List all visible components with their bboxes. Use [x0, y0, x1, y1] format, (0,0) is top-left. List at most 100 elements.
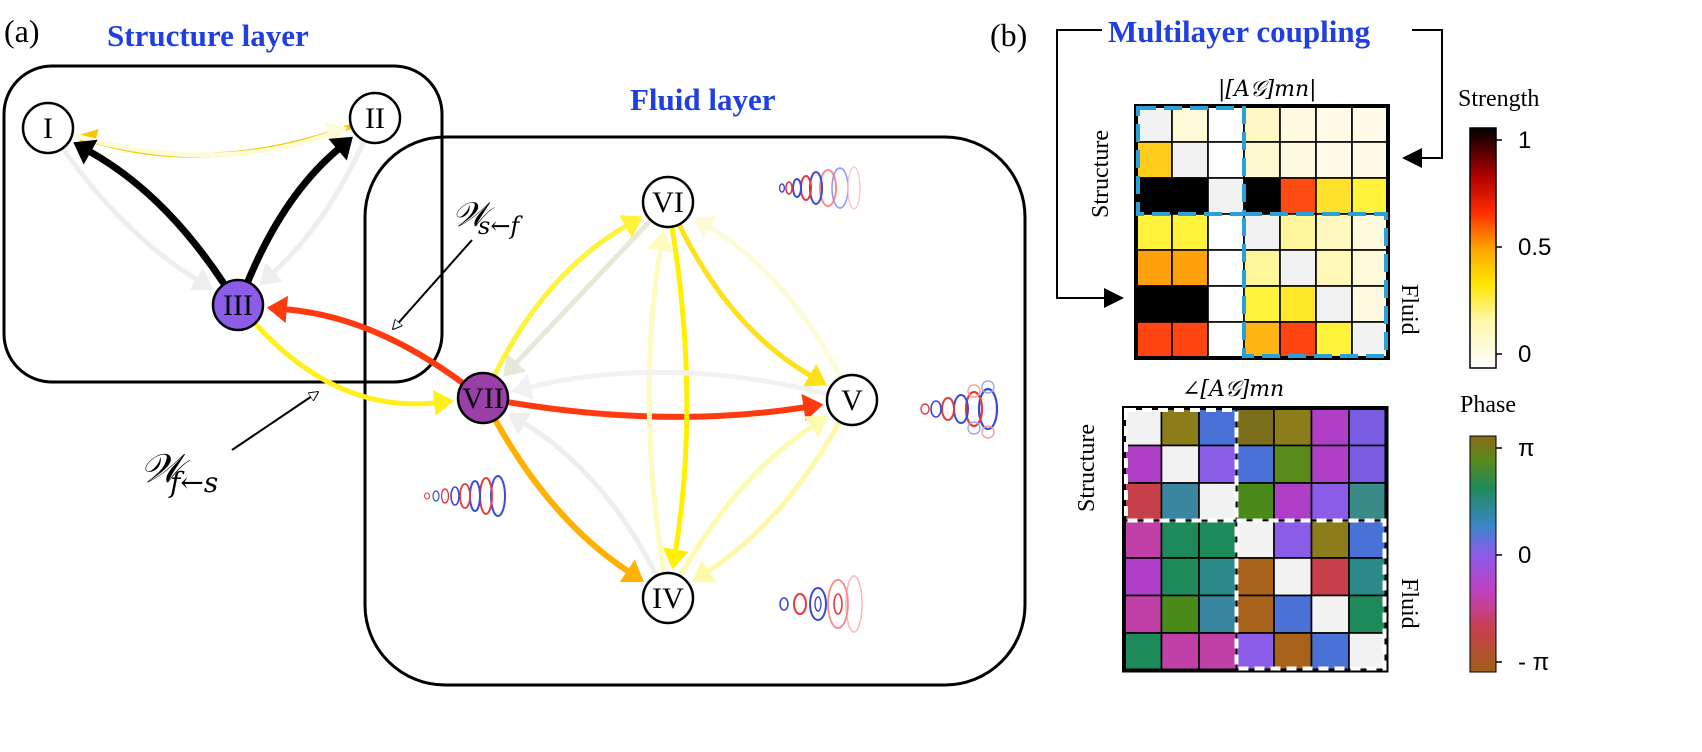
- node-vii: VII: [456, 371, 510, 425]
- structure-layer-title: Structure layer: [107, 18, 309, 53]
- matrix-cell: [1351, 213, 1389, 251]
- matrix-cell: [1279, 177, 1317, 215]
- matrix-cell: [1235, 557, 1275, 597]
- matrix-cell: [1243, 321, 1281, 359]
- mode-shape-vii: [424, 475, 506, 517]
- matrix-cell: [1243, 177, 1281, 215]
- matrix-cell: [1123, 519, 1163, 559]
- matrix-cell: [1279, 249, 1317, 287]
- matrix-cell: [1243, 141, 1281, 179]
- matrix-cell: [1310, 407, 1350, 447]
- edge-v-to-vii: [511, 369, 829, 400]
- node-label-i: I: [43, 112, 53, 145]
- matrix-cell: [1351, 177, 1389, 215]
- strength-tick-label: 0.5: [1518, 234, 1551, 261]
- matrix-cell: [1348, 407, 1388, 447]
- matrix-cell: [1273, 557, 1313, 597]
- magnitude-matrix-title: |[A𝒢]mn|: [1218, 77, 1317, 102]
- strength-colorbar-ticks: 10.50: [1496, 127, 1551, 368]
- matrix-cell: [1273, 594, 1313, 634]
- matrix-cell: [1235, 444, 1275, 484]
- matrix-cell: [1207, 321, 1245, 359]
- edge-iv-to-vii: [507, 412, 659, 577]
- matrix-cell: [1243, 213, 1281, 251]
- matrix-cell: [1160, 557, 1200, 597]
- strength-colorbar: [1469, 127, 1497, 369]
- edge-layer: [61, 122, 843, 583]
- matrix-cell: [1315, 321, 1353, 359]
- edge-vi-to-v: [677, 223, 827, 387]
- matrix-cell: [1123, 632, 1163, 672]
- matrix-cell: [1348, 594, 1388, 634]
- phase-col-label-fluid: Fluid: [1396, 578, 1422, 629]
- matrix-cell: [1198, 482, 1238, 522]
- edge-iv-to-v: [678, 416, 828, 577]
- node-label-ii: II: [365, 102, 385, 135]
- w-s-from-f-subscript: s←f: [478, 212, 523, 240]
- matrix-cell: [1160, 632, 1200, 672]
- matrix-cell: [1135, 285, 1173, 323]
- phase-colorbar: [1469, 435, 1497, 673]
- panel-a-label: (a): [4, 13, 40, 49]
- node-i: I: [21, 101, 75, 155]
- phase-matrix-title: ∠[A𝒢]mn: [1182, 377, 1284, 402]
- matrix-cell: [1315, 141, 1353, 179]
- node-vi: VI: [641, 175, 695, 229]
- edge-iv-to-vi: [646, 230, 674, 574]
- matrix-cell: [1315, 213, 1353, 251]
- matrix-cell: [1171, 213, 1209, 251]
- phase-tick-label: - π: [1518, 649, 1549, 676]
- bracket-left: [1056, 29, 1120, 299]
- matrix-cell: [1310, 594, 1350, 634]
- matrix-cell: [1315, 249, 1353, 287]
- matrix-cell: [1348, 444, 1388, 484]
- matrix-cell: [1171, 177, 1209, 215]
- matrix-cell: [1198, 557, 1238, 597]
- matrix-cell: [1348, 519, 1388, 559]
- matrix-cell: [1273, 407, 1313, 447]
- edge-v-to-iv: [692, 421, 842, 582]
- matrix-cell: [1207, 213, 1245, 251]
- structure-block-outline: [1124, 408, 1239, 523]
- matrix-cell: [1135, 249, 1173, 287]
- phase-tick-label: 0: [1518, 542, 1531, 569]
- matrix-cell: [1243, 285, 1281, 323]
- matrix-cell: [1198, 519, 1238, 559]
- w-s-from-f-annotation: 𝒲 s←f: [393, 195, 523, 329]
- node-v: V: [825, 373, 879, 427]
- matrix-cell: [1351, 249, 1389, 287]
- node-label-vi: VI: [652, 186, 684, 219]
- matrix-cell: [1351, 285, 1389, 323]
- matrix-cell: [1171, 285, 1209, 323]
- matrix-cell: [1198, 632, 1238, 672]
- matrix-cell: [1160, 444, 1200, 484]
- multilayer-coupling-title: Multilayer coupling: [1108, 14, 1371, 49]
- strength-tick-label: 0: [1518, 341, 1531, 368]
- matrix-cell: [1273, 444, 1313, 484]
- matrix-cell: [1135, 213, 1173, 251]
- matrix-cell: [1243, 249, 1281, 287]
- node-label-iii: III: [223, 289, 253, 322]
- mode-shape-vi: [778, 166, 861, 210]
- matrix-cell: [1351, 141, 1389, 179]
- matrix-cell: [1198, 444, 1238, 484]
- w-s-from-f-pointer: [393, 239, 473, 329]
- magnitude-row-label-structure: Structure: [1088, 130, 1114, 218]
- matrix-cell: [1171, 141, 1209, 179]
- matrix-cell: [1123, 482, 1163, 522]
- matrix-cell: [1279, 141, 1317, 179]
- matrix-cell: [1207, 105, 1245, 143]
- matrix-cell: [1273, 519, 1313, 559]
- matrix-cell: [1348, 632, 1388, 672]
- edge-v-to-vi: [692, 216, 843, 379]
- node-iv: IV: [641, 571, 695, 625]
- edge-vii-to-v: [506, 394, 824, 421]
- node-iii: III: [211, 278, 265, 332]
- edge-ii-to-iii: [259, 139, 367, 286]
- matrix-cell: [1135, 141, 1173, 179]
- matrix-cell: [1160, 594, 1200, 634]
- edge-vi-to-iv: [662, 226, 690, 570]
- matrix-cell: [1123, 407, 1163, 447]
- matrix-cell: [1235, 407, 1275, 447]
- matrix-cell: [1315, 285, 1353, 323]
